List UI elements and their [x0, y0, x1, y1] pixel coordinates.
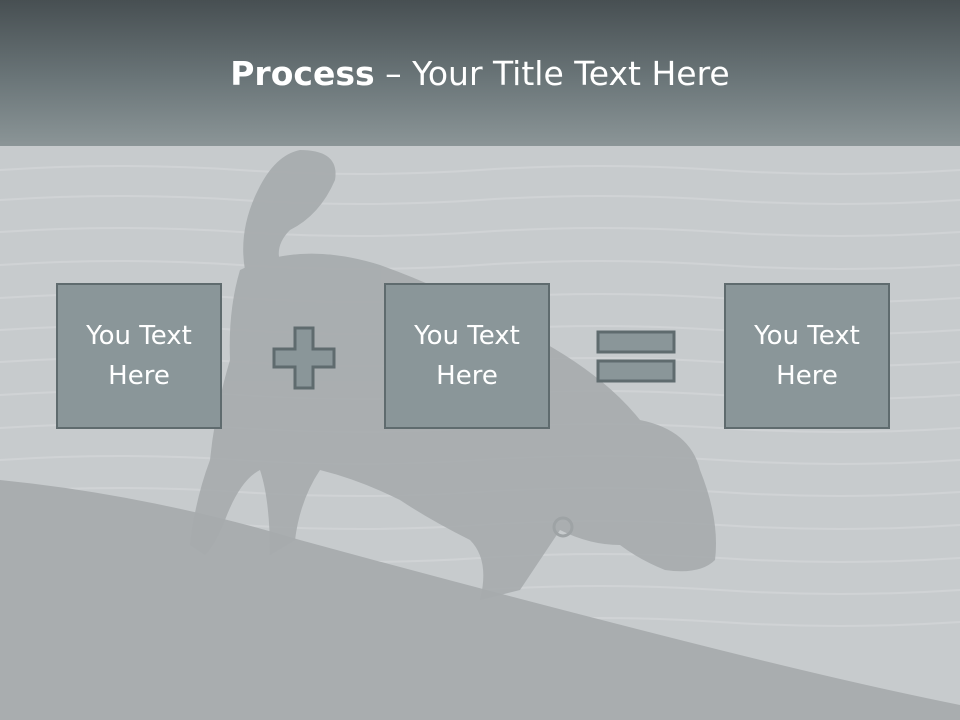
process-box-3-text: You Text Here — [754, 321, 860, 391]
equals-icon — [596, 330, 676, 383]
slide-title: Process – Your Title Text Here — [0, 52, 960, 96]
title-rest: – Your Title Text Here — [374, 54, 730, 93]
header-bar: Process – Your Title Text Here — [0, 0, 960, 146]
process-box-1[interactable]: You Text Here — [56, 283, 222, 429]
process-box-2[interactable]: You Text Here — [384, 283, 550, 429]
title-bold: Process — [230, 54, 375, 93]
plus-icon — [272, 326, 336, 390]
process-box-1-text: You Text Here — [86, 321, 192, 391]
process-box-2-text: You Text Here — [414, 321, 520, 391]
process-box-3[interactable]: You Text Here — [724, 283, 890, 429]
